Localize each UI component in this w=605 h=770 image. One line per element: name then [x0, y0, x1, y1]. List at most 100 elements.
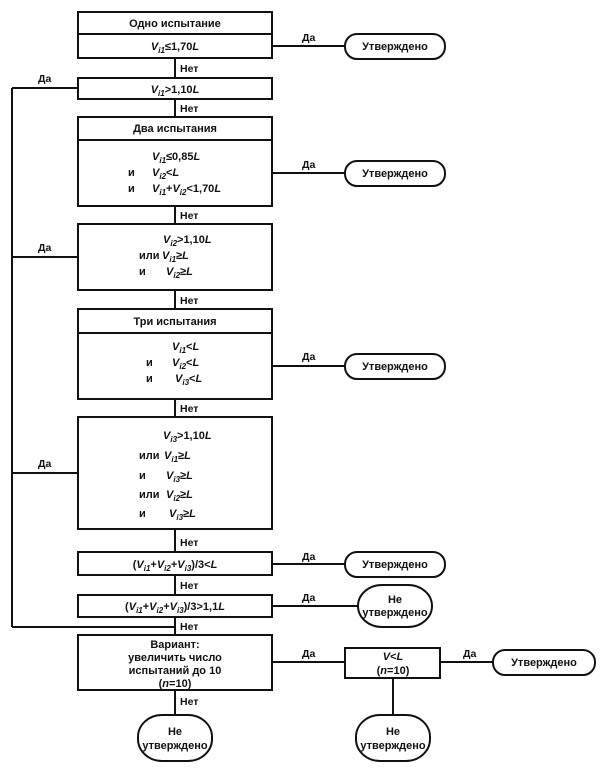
- approved-terminal-shape: [344, 160, 446, 187]
- condition-6-and-2: и: [139, 508, 146, 520]
- condition-box-7: [77, 551, 273, 576]
- condition-6-or-1: или: [139, 450, 160, 462]
- condition-box-5: [77, 332, 273, 400]
- v10-line-2: (n=10): [377, 665, 410, 677]
- approved-terminal-shape: [492, 649, 596, 676]
- condition-2: Vi1>1,10L: [151, 84, 200, 98]
- yes-label: Да: [38, 73, 51, 85]
- approved-label: Утверждено: [362, 559, 428, 571]
- terminal-not-approved-3: Не утверждено: [355, 714, 431, 762]
- yes-label: Да: [302, 592, 315, 604]
- approved-terminal-shape: [344, 353, 446, 380]
- no-label: Нет: [180, 403, 198, 415]
- variant-line-3: испытаний до 10: [129, 665, 222, 677]
- not-approved-terminal-shape: [355, 714, 431, 762]
- section-three-tests: Три испытания Vi1<L и Vi2<L и Vi3<L: [77, 308, 273, 400]
- not-approved-line-2: утверждено: [142, 740, 207, 752]
- approved-terminal-shape: [344, 33, 446, 60]
- variant-line-4: (n=10): [159, 678, 192, 690]
- approved-label: Утверждено: [362, 168, 428, 180]
- yes-label: Да: [463, 648, 476, 660]
- no-label: Нет: [180, 537, 198, 549]
- section-cond-4: Vi2>1,10L или Vi1≥L и Vi2≥L: [77, 223, 273, 291]
- condition-5-line-1: Vi1<L: [172, 341, 199, 355]
- section-cond-2: Vi1>1,10L: [77, 77, 273, 100]
- condition-6-line-4: Vi2≥L: [166, 489, 193, 503]
- condition-3-and-1: и: [128, 167, 135, 179]
- variant-box: [77, 634, 273, 691]
- approved-label: Утверждено: [511, 657, 577, 669]
- section-variant: Вариант: увеличить число испытаний до 10…: [77, 634, 273, 691]
- three-tests-title: Три испытания: [133, 316, 216, 328]
- condition-box-2: [77, 77, 273, 100]
- not-approved-terminal-shape: [357, 584, 433, 628]
- terminal-approved-1: Утверждено: [344, 33, 446, 60]
- condition-4-line-2: Vi1≥L: [162, 250, 189, 264]
- yes-label: Да: [302, 351, 315, 363]
- condition-4-or: или: [139, 250, 160, 262]
- condition-4-and: и: [139, 266, 146, 278]
- condition-4-line-3: Vi2≥L: [166, 266, 193, 280]
- section-v10: V<L (n=10): [344, 647, 441, 679]
- approved-label: Утверждено: [362, 41, 428, 53]
- no-label: Нет: [180, 210, 198, 222]
- condition-6-or-2: или: [139, 489, 160, 501]
- connectors: [11, 45, 493, 715]
- no-label: Нет: [180, 103, 198, 115]
- not-approved-line-1: Не: [388, 594, 402, 606]
- condition-box-6: [77, 416, 273, 530]
- not-approved-terminal-shape: [137, 714, 213, 762]
- variant-line-1: Вариант:: [150, 639, 199, 651]
- no-label: Нет: [180, 696, 198, 708]
- condition-5-and-1: и: [146, 357, 153, 369]
- condition-box-8: [77, 594, 273, 618]
- condition-3-line-2: Vi2<L: [152, 167, 179, 181]
- yes-label: Да: [38, 458, 51, 470]
- not-approved-line-2: утверждено: [362, 607, 427, 619]
- condition-6-line-3: Vi3≥L: [166, 470, 193, 484]
- yes-label: Да: [302, 648, 315, 660]
- condition-6-line-1: Vi3>1,10L: [163, 430, 212, 444]
- condition-3-line-3: Vi1+Vi2<1,70L: [152, 183, 221, 197]
- condition-7: (Vi1+Vi2+Vi3)/3<L: [133, 559, 218, 573]
- not-approved-line-2: утверждено: [360, 740, 425, 752]
- condition-3-line-1: Vi1≤0,85L: [152, 151, 200, 165]
- section-cond-6: Vi3>1,10L или Vi1≥L и Vi3≥L или Vi2≥L и …: [77, 416, 273, 530]
- two-tests-title: Два испытания: [133, 123, 217, 135]
- not-approved-line-1: Не: [168, 726, 182, 738]
- section-one-test: Одно испытание Vi1≤1,70L: [77, 11, 273, 59]
- yes-label: Да: [302, 159, 315, 171]
- condition-box-1: [77, 33, 273, 59]
- no-label: Нет: [180, 295, 198, 307]
- section-cond-7: (Vi1+Vi2+Vi3)/3<L: [77, 551, 273, 576]
- no-labels: Нет Нет Нет Нет Нет Нет Нет Нет Нет: [180, 63, 198, 708]
- condition-3-and-2: и: [128, 183, 135, 195]
- yes-label: Да: [302, 551, 315, 563]
- condition-5-line-2: Vi2<L: [172, 357, 199, 371]
- condition-4-line-1: Vi2>1,10L: [163, 234, 212, 248]
- condition-6-and-1: и: [139, 470, 146, 482]
- one-test-title: Одно испытание: [129, 18, 221, 30]
- no-label: Нет: [180, 621, 198, 633]
- v10-line-1: V<L: [383, 651, 404, 663]
- no-label: Нет: [180, 63, 198, 75]
- three-tests-header: [77, 308, 273, 334]
- condition-8: (Vi1+Vi2+Vi3)/3>1,1L: [125, 601, 225, 615]
- yes-label: Да: [38, 242, 51, 254]
- terminal-not-approved-2: Не утверждено: [137, 714, 213, 762]
- terminal-approved-5: Утверждено: [492, 649, 596, 676]
- yes-labels: Да Да Да Да Да Да Да Да Да Да: [38, 32, 476, 660]
- yes-label: Да: [302, 32, 315, 44]
- condition-1: Vi1≤1,70L: [151, 41, 199, 55]
- condition-box-3: [77, 139, 273, 207]
- condition-6-line-2: Vi1≥L: [164, 450, 191, 464]
- condition-5-line-3: Vi3<L: [175, 373, 202, 387]
- no-label: Нет: [180, 580, 198, 592]
- section-cond-8: (Vi1+Vi2+Vi3)/3>1,1L: [77, 594, 273, 618]
- variant-line-2: увеличить число: [128, 652, 222, 664]
- terminal-approved-3: Утверждено: [344, 353, 446, 380]
- terminal-approved-4: Утверждено: [344, 551, 446, 578]
- approved-label: Утверждено: [362, 361, 428, 373]
- condition-6-line-5: Vi3≥L: [169, 508, 196, 522]
